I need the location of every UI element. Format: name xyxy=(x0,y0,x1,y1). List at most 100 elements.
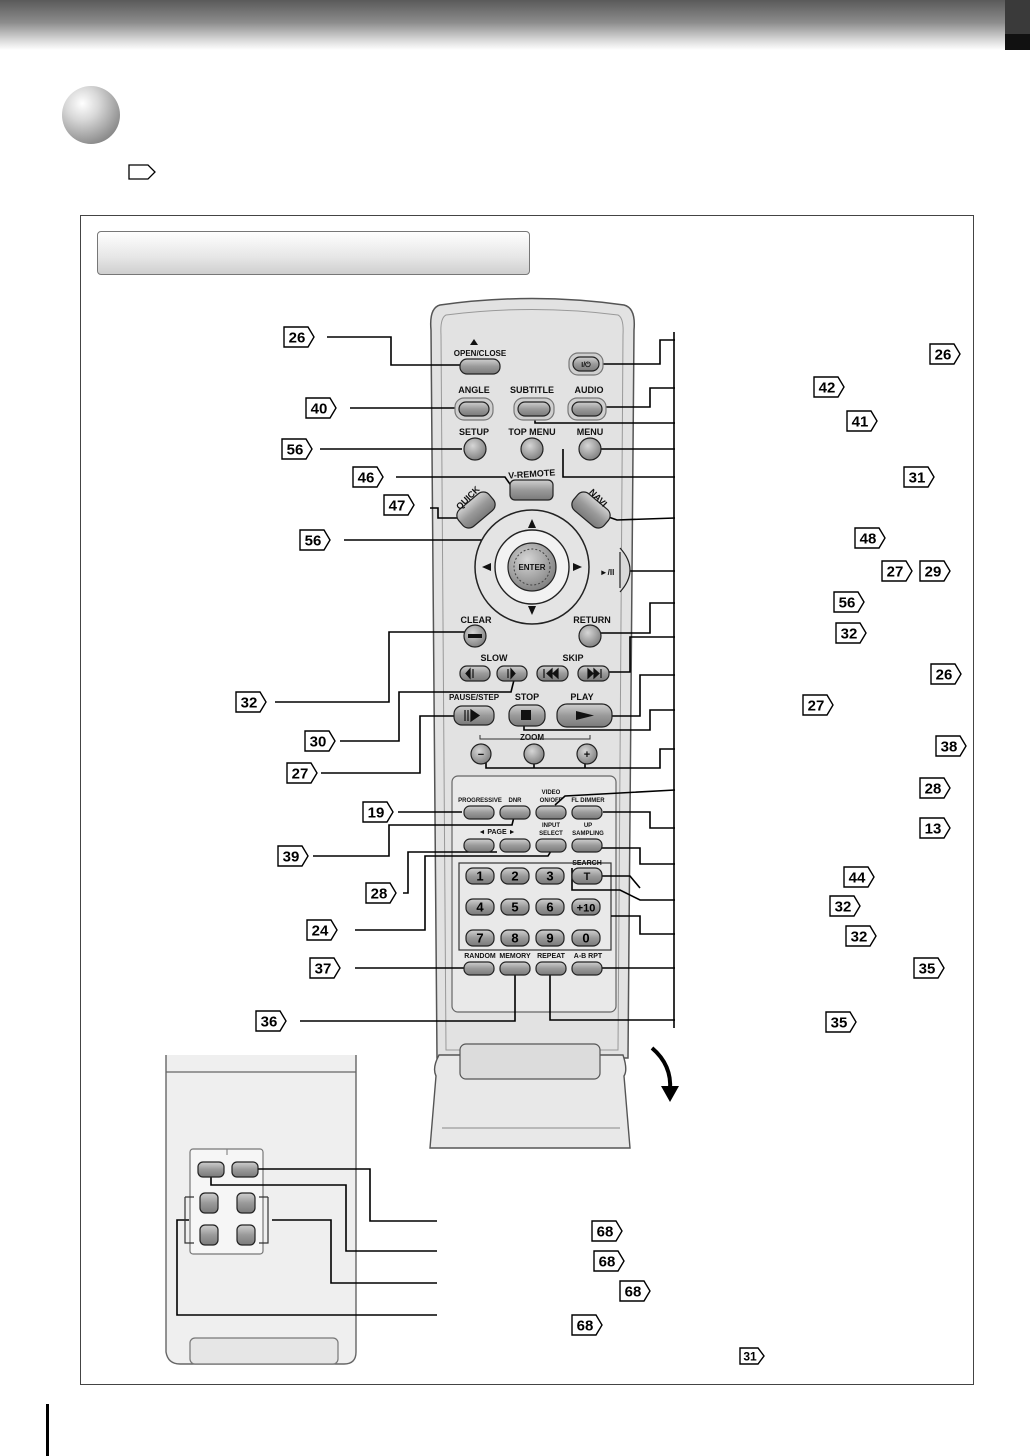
fl-dimmer-button[interactable] xyxy=(571,805,603,820)
numeric-key[interactable] xyxy=(535,867,565,885)
page-ref-number: 27 xyxy=(887,564,904,581)
cover-key-down-right[interactable] xyxy=(236,1224,256,1246)
numeric-key[interactable] xyxy=(465,929,495,947)
section-tab xyxy=(1005,0,1030,34)
page-ref-tag-icon xyxy=(845,925,877,947)
navi-button[interactable] xyxy=(569,489,614,532)
page-ref-number: 27 xyxy=(808,698,825,715)
page-ref-number: 28 xyxy=(371,886,388,903)
numeric-key[interactable] xyxy=(535,898,565,916)
page-ref-number: 40 xyxy=(311,401,328,418)
arrow-right-icon[interactable] xyxy=(573,563,582,571)
slow-label: SLOW xyxy=(481,653,509,663)
arrow-up-icon[interactable] xyxy=(528,519,536,528)
numeric-key[interactable] xyxy=(465,867,495,885)
page-ref-number: 35 xyxy=(919,961,936,978)
page-ref-number: 32 xyxy=(835,899,852,916)
page-ref-tag-icon xyxy=(619,1280,651,1302)
page-label: ◄ PAGE ► xyxy=(478,829,515,836)
page-ref-number: 42 xyxy=(819,380,836,397)
top-menu-label: TOP MENU xyxy=(508,427,555,437)
fold-arrow-icon xyxy=(650,1046,673,1091)
page-ref-number: 32 xyxy=(851,929,868,946)
random-button[interactable] xyxy=(463,961,495,976)
page-ref-tag-icon xyxy=(919,777,951,799)
page-next-button[interactable] xyxy=(499,838,531,853)
cover-key-left[interactable] xyxy=(197,1161,225,1178)
numeric-key[interactable] xyxy=(571,898,601,916)
page-ref-number: 39 xyxy=(283,849,300,866)
page-ref-number: 26 xyxy=(936,667,953,684)
leader-lines xyxy=(176,336,676,1316)
page-ref-tag-icon xyxy=(306,919,338,941)
page-ref-tag-icon xyxy=(919,560,951,582)
page-ref-number: 31 xyxy=(743,1350,757,1364)
enter-button[interactable] xyxy=(507,542,557,592)
return-button[interactable] xyxy=(578,624,602,648)
numeric-key[interactable] xyxy=(500,898,530,916)
page-ref-number: 56 xyxy=(839,595,856,612)
up-label-1: UP xyxy=(584,823,592,829)
page-prev-button[interactable] xyxy=(463,838,495,853)
page-ref-tag-icon xyxy=(255,1010,287,1032)
numeric-key-label: 8 xyxy=(511,931,518,946)
pause-step-label: PAUSE/STEP xyxy=(449,693,500,702)
setup-button[interactable] xyxy=(463,437,487,461)
section-bullet xyxy=(62,86,120,144)
arrow-left-icon[interactable] xyxy=(482,563,491,571)
zoom-plus-button[interactable] xyxy=(576,743,598,765)
page-ref-number: 47 xyxy=(389,498,406,515)
repeat-button[interactable] xyxy=(535,961,567,976)
page-ref-tag-icon xyxy=(829,895,861,917)
memory-button[interactable] xyxy=(499,961,531,976)
page-ref-number: 32 xyxy=(841,626,858,643)
page-ref-tag-icon xyxy=(277,845,309,867)
page-ref-tag-icon xyxy=(591,1220,623,1242)
numeric-key-label: 3 xyxy=(546,869,553,884)
numeric-key-label: 6 xyxy=(546,900,553,915)
jog-dial[interactable] xyxy=(619,547,631,593)
input-select-button[interactable] xyxy=(535,838,567,853)
up-sampling-button[interactable] xyxy=(571,838,603,853)
menu-button[interactable] xyxy=(578,437,602,461)
top-menu-button[interactable] xyxy=(520,437,544,461)
page-ref-tag-icon xyxy=(362,801,394,823)
audio-button[interactable] xyxy=(571,401,603,417)
numeric-key[interactable] xyxy=(500,929,530,947)
page-ref-number: 68 xyxy=(625,1284,642,1301)
arrow-down-icon[interactable] xyxy=(528,606,536,615)
numeric-key[interactable] xyxy=(535,929,565,947)
progressive-button[interactable] xyxy=(463,805,495,820)
zoom-minus-button[interactable] xyxy=(470,743,492,765)
subtitle-button[interactable] xyxy=(517,401,551,417)
cover-key-right[interactable] xyxy=(231,1161,259,1178)
dnr-button[interactable] xyxy=(499,805,531,820)
numeric-key[interactable] xyxy=(571,929,601,947)
memory-label: MEMORY xyxy=(499,953,531,960)
numeric-key[interactable] xyxy=(500,867,530,885)
page-ref-tag-icon xyxy=(881,560,913,582)
page-ref-number: 56 xyxy=(287,442,304,459)
enter-label: ENTER xyxy=(518,563,545,572)
page-ref-tag-icon xyxy=(930,663,962,685)
v-remote-button[interactable] xyxy=(509,479,554,501)
angle-button[interactable] xyxy=(458,401,490,417)
open-close-button[interactable] xyxy=(459,358,501,375)
illustration-frame xyxy=(80,215,974,1385)
slow-reverse-button[interactable] xyxy=(459,665,491,682)
page-ref-tag-icon xyxy=(304,730,336,752)
page-ref-tag-icon xyxy=(309,957,341,979)
numeric-key[interactable] xyxy=(465,898,495,916)
cover-key-up-left[interactable] xyxy=(199,1192,219,1214)
page-ref-number: 13 xyxy=(925,821,942,838)
open-close-label: OPEN/CLOSE xyxy=(454,349,507,358)
cover-key-up-right[interactable] xyxy=(236,1192,256,1214)
search-button[interactable] xyxy=(571,867,603,885)
power-button[interactable] xyxy=(572,356,600,372)
quick-button[interactable] xyxy=(454,489,499,532)
video-on-off-button[interactable] xyxy=(535,805,567,820)
cover-key-down-left[interactable] xyxy=(199,1224,219,1246)
a-b-rpt-button[interactable] xyxy=(571,961,603,976)
zoom-button[interactable] xyxy=(523,743,545,765)
